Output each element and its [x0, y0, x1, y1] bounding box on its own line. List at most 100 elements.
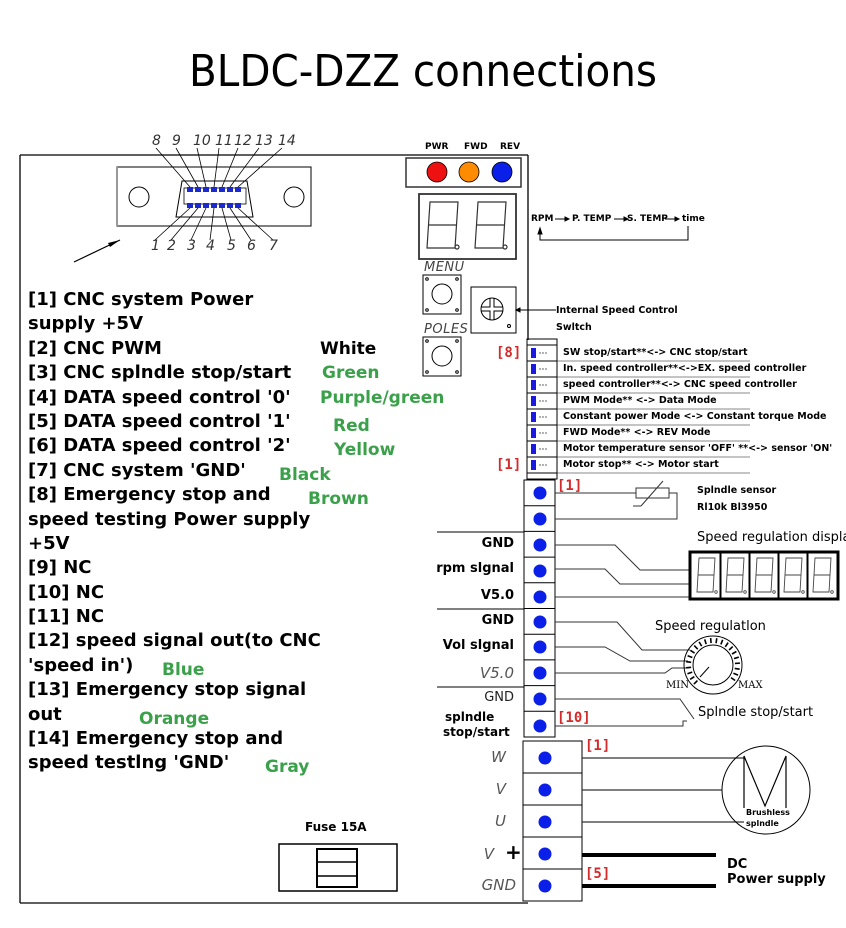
- terminal-screw-4: [533, 564, 547, 578]
- dip-switch-label-4[interactable]: PWM Mode** <-> Data Mode: [563, 395, 717, 406]
- pin-number-1: 1: [151, 238, 160, 254]
- dip-switch-label-5[interactable]: Constant power Mode <-> Constant torque …: [563, 411, 827, 422]
- display-digit-5: [812, 557, 832, 593]
- pin-number-3: 3: [187, 238, 196, 254]
- wire-color-gray: Gray: [265, 757, 310, 778]
- wire-color-green: Green: [322, 363, 380, 384]
- dip-switch-label-2[interactable]: In. speed controller**<->EX. speed contr…: [563, 363, 807, 374]
- terminal-group-separators: [437, 531, 524, 688]
- internal-speed-pot-icon: [470, 286, 556, 334]
- dip-switch-toggle-1: [531, 348, 536, 358]
- menu-button-shape: [422, 274, 462, 315]
- dip-switch-toggle-7: [531, 444, 536, 454]
- pin-description-text: speed testing Power supply: [28, 508, 311, 530]
- dip-switch-label-1[interactable]: SW stop/start**<-> CNC stop/start: [563, 347, 748, 358]
- display-digit-1: [696, 557, 716, 593]
- pin-number-11: 11: [215, 133, 233, 149]
- dip-switch-toggle-2: [531, 364, 536, 374]
- pin-description-row: supply +5V: [28, 312, 468, 336]
- plus-icon: +: [505, 840, 522, 864]
- dip-switch-toggle-5: [531, 412, 536, 422]
- pin-description-text: [13] Emergency stop signal: [28, 679, 307, 701]
- speed-regulation-title: Speed regulatlon: [655, 619, 766, 634]
- cycle-s-temp: S. TEMP: [627, 214, 668, 224]
- dip-switch-toggle-8: [531, 460, 536, 470]
- terminal-screw-9: [533, 692, 547, 706]
- power-terminal-screw-1: [538, 751, 552, 765]
- pin-description-row: [10] NC: [28, 581, 468, 605]
- terminal-screw-10: [533, 719, 547, 733]
- connector-pin-3: [203, 203, 209, 208]
- pin-description-text: +5V: [28, 532, 70, 554]
- pin-number-6: 6: [247, 238, 256, 254]
- pointer-arrow-icon: [73, 239, 121, 263]
- pin-description-text: [4] DATA speed control '0': [28, 386, 291, 408]
- connector-pin-13: [227, 187, 233, 192]
- pin-description-row: [1] CNC system Power: [28, 288, 468, 312]
- spindle-sensor-spec: Rl10k Bl3950: [697, 502, 768, 513]
- power-wiring: [582, 853, 716, 888]
- dip-switch-block: [526, 338, 750, 480]
- poles-button-shape: [422, 336, 462, 377]
- wire-color-black: Black: [279, 464, 331, 485]
- terminal-screw-8: [533, 666, 547, 680]
- connector-pin-6: [227, 203, 233, 208]
- pin-number-12: 12: [234, 133, 252, 149]
- pin-description-text: [8] Emergency stop and: [28, 484, 271, 506]
- dip-tag-8: [1]: [496, 457, 522, 473]
- terminal-screw-6: [533, 615, 547, 629]
- pin-number-10: 10: [193, 133, 211, 149]
- pin-description-row: [7] CNC system 'GND'Black: [28, 459, 468, 485]
- terminal-screw-7: [533, 640, 547, 654]
- dip-switch-label-6[interactable]: FWD Mode** <-> REV Mode: [563, 427, 711, 438]
- wire-color-purple-green: Purple/green: [320, 387, 445, 408]
- db-connector: [116, 147, 312, 241]
- poles-button[interactable]: POLES: [424, 322, 469, 337]
- spindle-switch-wiring: [555, 698, 695, 727]
- connector-pin-5: [219, 203, 225, 208]
- label-v5-pot: V5.0: [479, 664, 514, 682]
- label-u: U: [495, 812, 506, 830]
- pin-description-text: [11] NC: [28, 606, 105, 628]
- pin-description-text: speed testlng 'GND': [28, 752, 230, 774]
- label-w: W: [491, 748, 506, 766]
- spindle-stop-start-title: Splndle stop/start: [698, 705, 814, 720]
- power-tag: [5]: [585, 866, 611, 882]
- pin-description-text: [10] NC: [28, 581, 105, 603]
- motor-label-1: Brushless: [746, 808, 790, 817]
- spindle-sensor-title: Splndle sensor: [697, 485, 777, 496]
- connector-pin-11: [211, 187, 217, 192]
- display-digit-3: [754, 557, 774, 593]
- rev-label: REV: [500, 142, 521, 152]
- spindle-switch-tag: [10]: [557, 710, 591, 726]
- dip-switch-label-3[interactable]: speed controller**<-> CNC speed controll…: [563, 379, 797, 390]
- speed-display-title: Speed regulation display: [697, 530, 846, 545]
- connector-pins-bottom: [154, 203, 274, 241]
- wire-color-red: Red: [333, 415, 370, 436]
- dip-switch-label-8[interactable]: Motor stop** <-> Motor start: [563, 459, 719, 470]
- rev-led-icon: [491, 161, 513, 183]
- board-outline: [19, 154, 529, 904]
- pin-description-text: [14] Emergency stop and: [28, 728, 284, 750]
- dip-switch-label-7[interactable]: Motor temperature sensor 'OFF' **<-> sen…: [563, 443, 833, 454]
- pwr-label: PWR: [425, 142, 449, 152]
- label-spindle: splndle: [445, 710, 495, 724]
- cycle-rpm: RPM: [531, 214, 554, 224]
- pin-number-9: 9: [172, 133, 181, 149]
- menu-button[interactable]: MENU: [424, 260, 465, 275]
- internal-speed-control-label-2: Swltch: [556, 322, 592, 333]
- label-v5-display: V5.0: [480, 588, 514, 603]
- pin-description-row: [12] speed signal out(to CNC: [28, 629, 468, 653]
- terminal-screw-3: [533, 538, 547, 552]
- label-stop-start: stop/start: [443, 725, 510, 739]
- wire-color-blue: Blue: [162, 659, 205, 680]
- speed-regulation-display-5digit: [688, 550, 840, 601]
- power-supply-label: Power supply: [727, 872, 826, 887]
- wire-color-orange: Orange: [139, 708, 210, 729]
- terminal-screw-1: [533, 486, 547, 500]
- spindle-sensor-wiring: [555, 480, 678, 520]
- pin-description-text: [6] DATA speed control '2': [28, 435, 291, 457]
- motor-wiring: [582, 757, 744, 823]
